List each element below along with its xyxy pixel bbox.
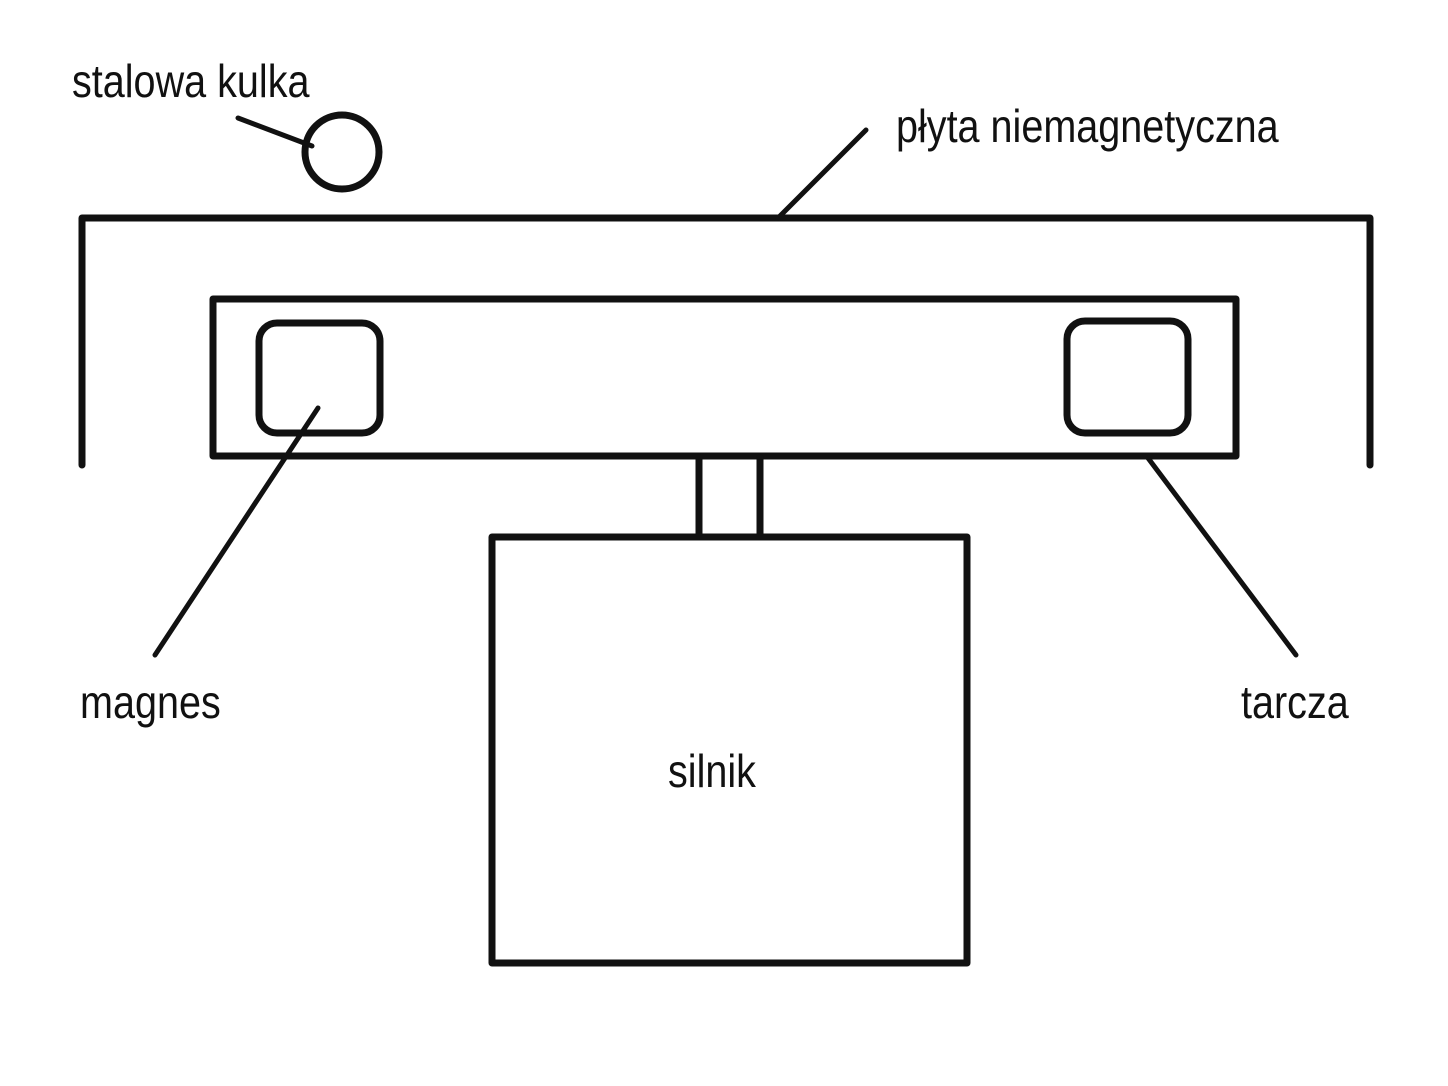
steel-ball-label: stalowa kulka — [72, 55, 310, 107]
steel-ball — [301, 111, 383, 193]
steel-ball-leader — [235, 115, 315, 149]
disc-label: tarcza — [1241, 676, 1349, 728]
non-magnetic-plate — [78, 214, 1374, 469]
plate-leader — [775, 127, 869, 221]
motor-label: silnik — [668, 745, 756, 797]
disc-leader — [1145, 455, 1299, 658]
magnet-leader — [152, 405, 321, 658]
magnet-left — [255, 319, 384, 437]
motor — [488, 533, 971, 967]
disc — [209, 295, 1240, 460]
plate-label: płyta niemagnetyczna — [896, 100, 1279, 152]
magnet-right — [1063, 317, 1192, 437]
magnet-label: magnes — [80, 676, 221, 728]
